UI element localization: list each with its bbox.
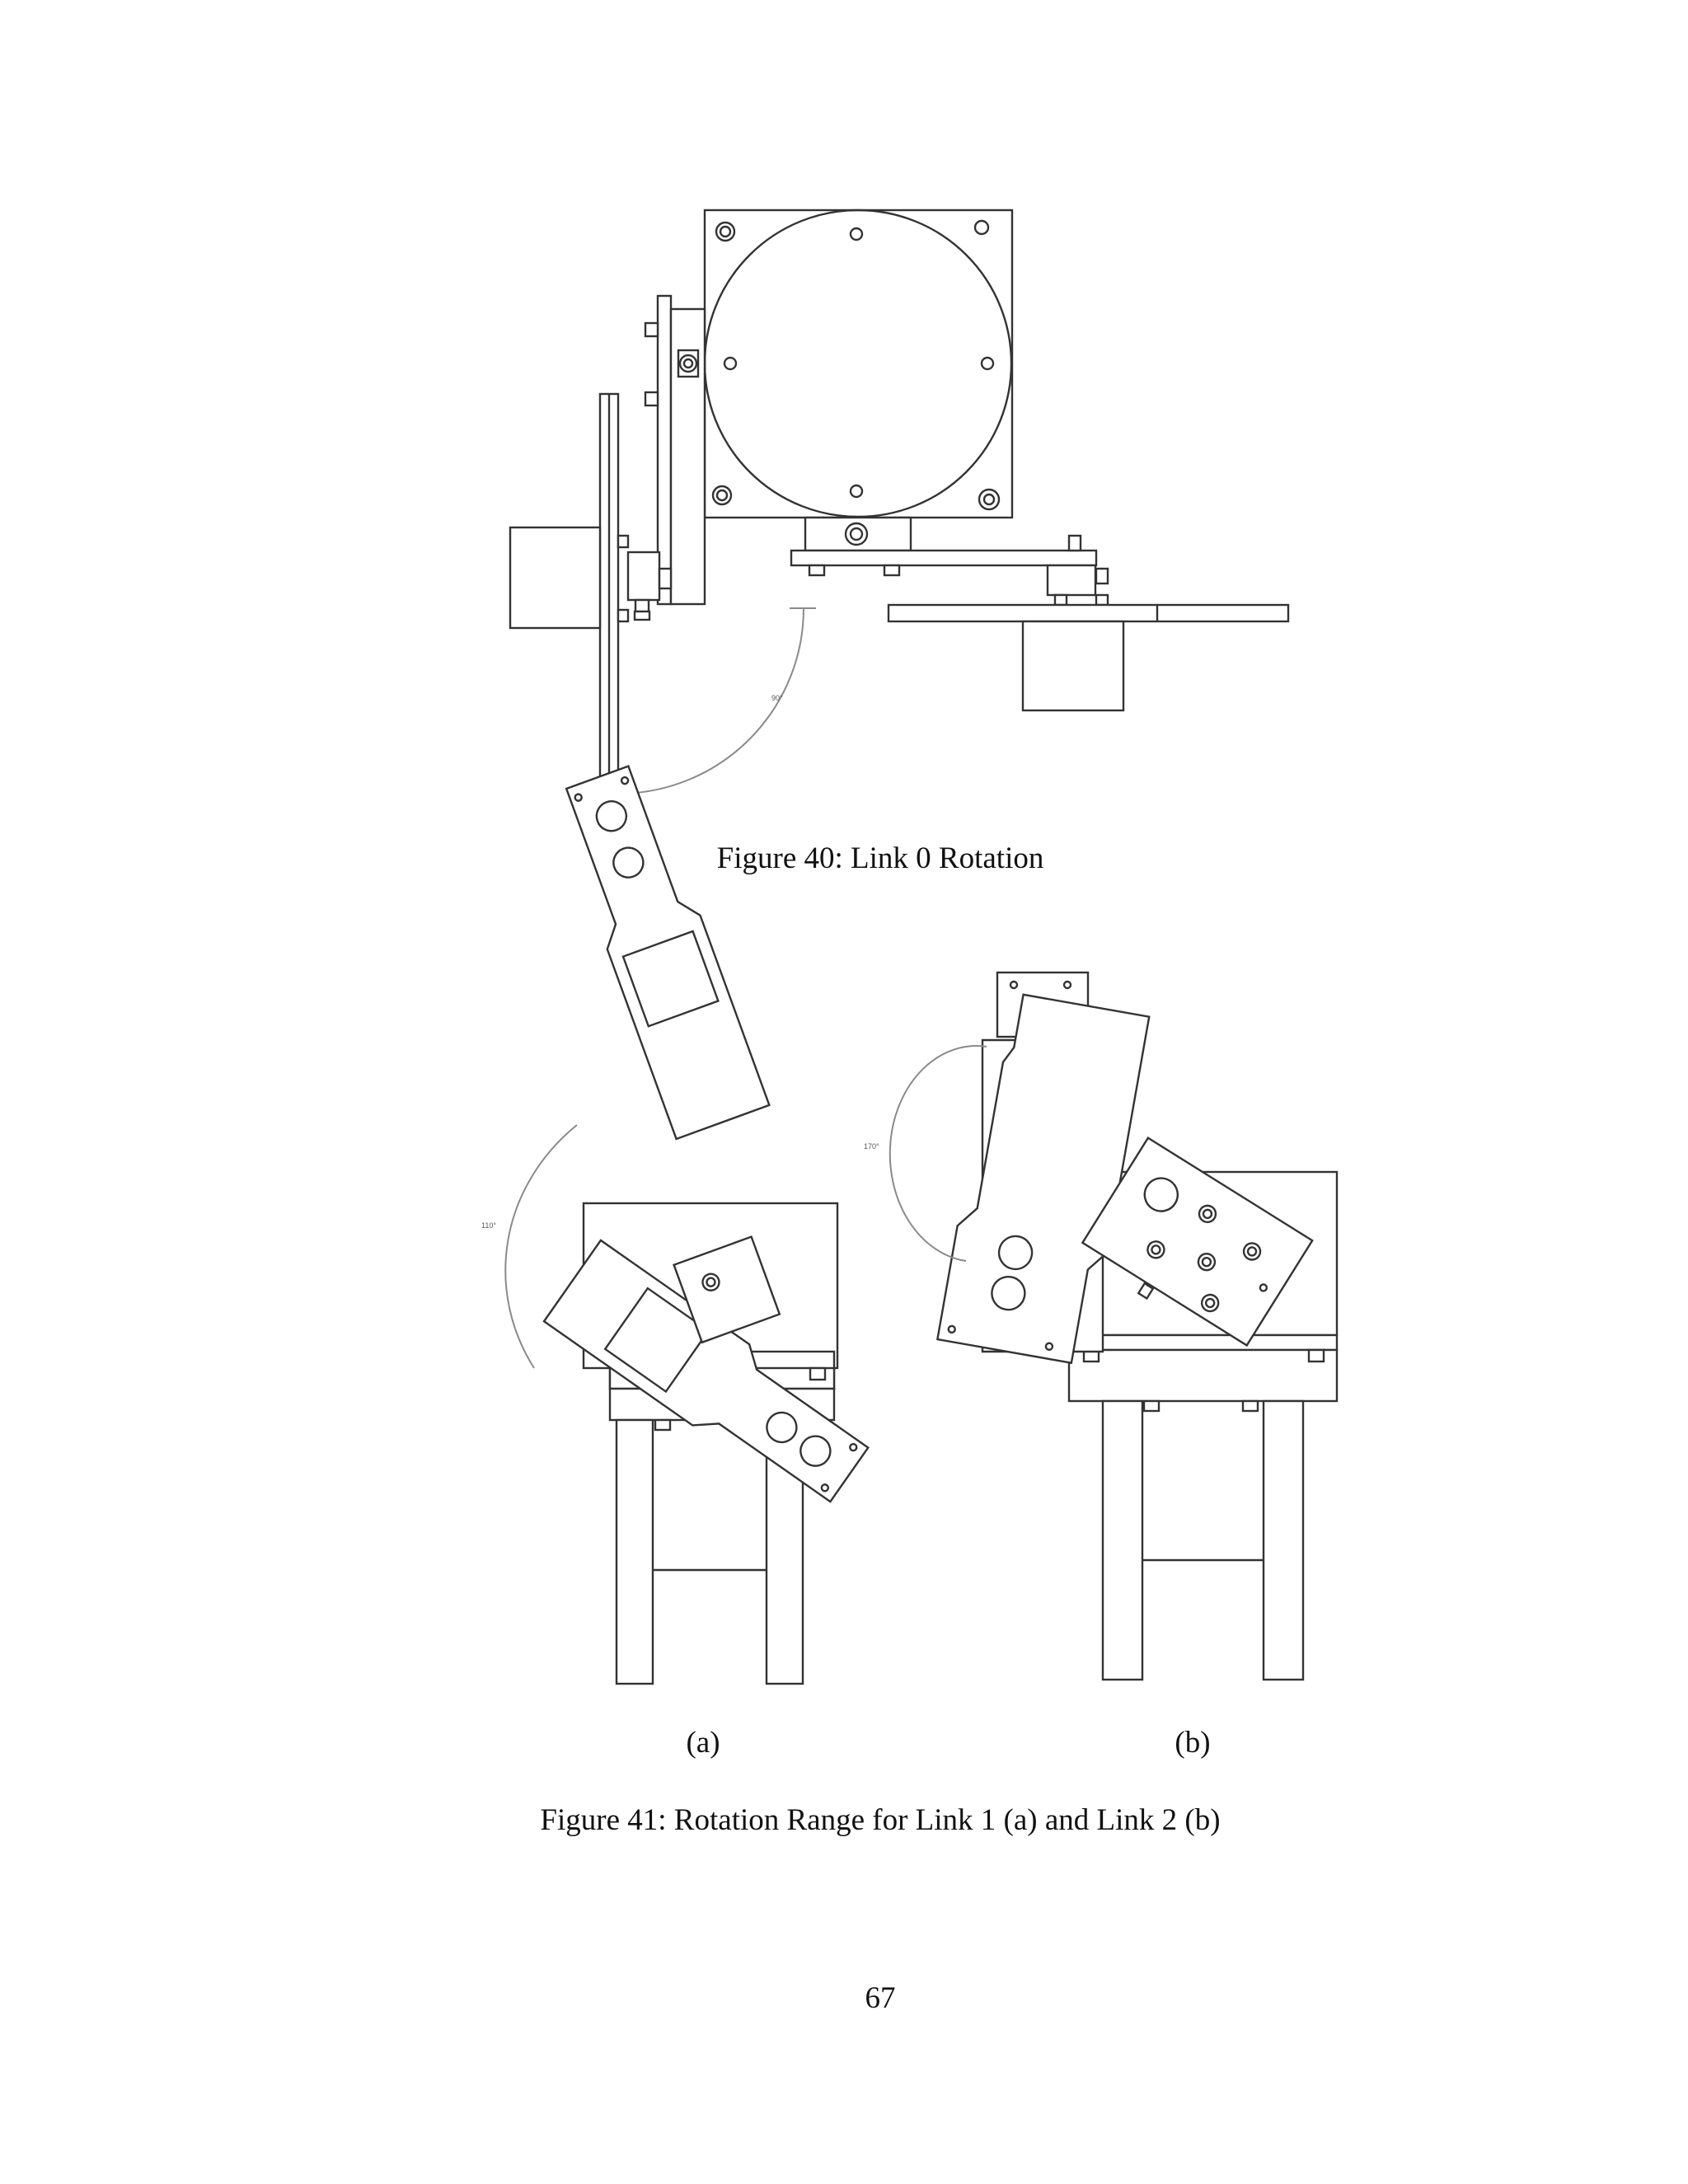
subfigure-a-label: (a) xyxy=(686,1726,720,1760)
angle-label-170: 170° xyxy=(864,1142,879,1151)
page-number: 67 xyxy=(865,1981,896,2015)
angle-label-110: 110° xyxy=(481,1221,496,1230)
figure-41a-drawing: 110° xyxy=(481,765,870,1685)
rotation-arc-110 xyxy=(504,1124,578,1369)
figure-41-caption: Figure 41: Rotation Range for Link 1 (a)… xyxy=(540,1803,1221,1837)
figure-41b-drawing: 170° xyxy=(864,971,1339,1681)
figure-40-caption: Figure 40: Link 0 Rotation xyxy=(716,841,1044,875)
figure-40-drawing: 90° xyxy=(509,209,1290,795)
subfigure-b-label: (b) xyxy=(1175,1726,1211,1760)
rotation-arc-170 xyxy=(889,1045,987,1262)
angle-label-90: 90° xyxy=(771,694,783,702)
square-plate xyxy=(703,209,1014,519)
rotation-arc-90 xyxy=(619,607,804,794)
